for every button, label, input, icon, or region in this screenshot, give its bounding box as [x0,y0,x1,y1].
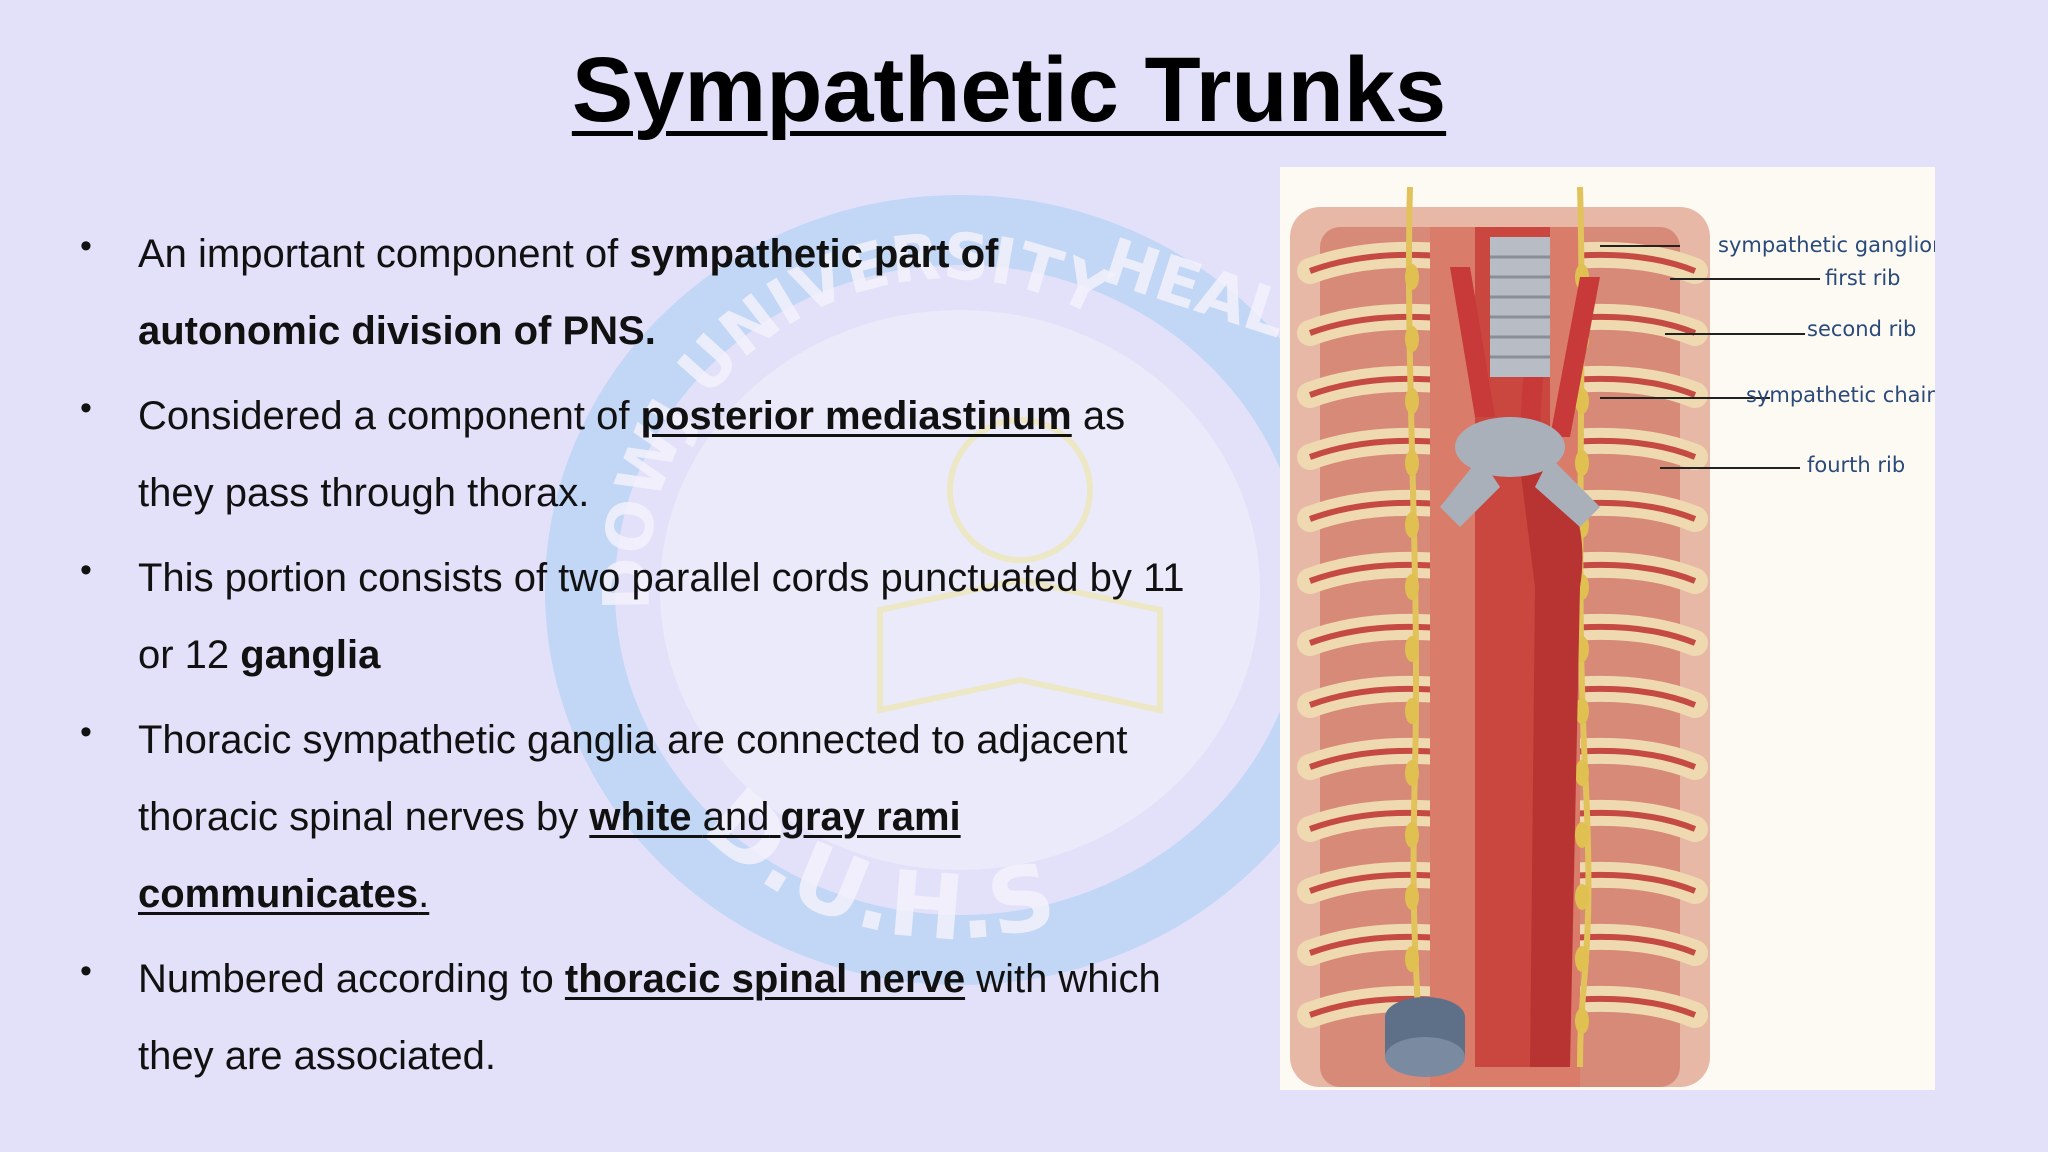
bullet-text-run: white [589,795,703,839]
bullet-text-run: An important component of [138,232,630,276]
bullet-dot-icon: • [80,389,92,427]
bullet-item: • An important component of sympathetic p… [80,216,1210,370]
bullet-text-run: Considered a component of [138,394,641,438]
thorax-anatomy-drawing [1280,167,1935,1090]
bullet-item: • Considered a component of posterior med… [80,378,1210,532]
bullet-dot-icon: • [80,952,92,990]
bullet-item: • Numbered according to thoracic spinal n… [80,941,1210,1095]
bullet-dot-icon: • [80,551,92,589]
sympathetic-trunk-illustration: sympathetic ganglion first rib second ri… [1280,167,1935,1090]
bullet-text-run: ganglia [240,633,381,677]
bullet-text-run: This portion consists of two parallel co… [138,556,1185,677]
bullet-text-run: Numbered according to [138,957,565,1001]
bullet-dot-icon: • [80,713,92,751]
bullet-item: • This portion consists of two parallel c… [80,540,1210,694]
slide-title: Sympathetic Trunks [571,39,1447,141]
label-fourth-rib: fourth rib [1807,453,1906,477]
bullet-list: • An important component of sympathetic p… [80,216,1210,1103]
label-first-rib: first rib [1825,266,1901,290]
university-seal-watermark: DOWJ UNIVERSITY HEAL D.U.H.S [545,195,1360,985]
bullet-text-run: and [702,795,770,839]
bullet-text-run: with which they are associated. [138,957,1161,1078]
bullet-text-run: . [418,872,430,916]
bullet-text-run: posterior mediastinum [640,394,1072,438]
bullet-item: • Thoracic sympathetic ganglia are connec… [80,702,1210,933]
label-sympathetic-ganglion: sympathetic ganglion [1718,233,1935,257]
bullet-text-run: as they pass through thorax. [138,394,1126,515]
bullet-text-run: gray rami communicates [138,795,961,916]
bullet-text-run: thoracic spinal nerve [564,957,966,1001]
bullet-text-run: Thoracic sympathetic ganglia are connect… [138,718,1128,839]
label-sympathetic-chain: sympathetic chain [1746,383,1935,407]
bullet-dot-icon: • [80,227,92,265]
bullet-text-run: sympathetic part of autonomic division o… [138,232,999,353]
label-second-rib: second rib [1807,317,1917,341]
